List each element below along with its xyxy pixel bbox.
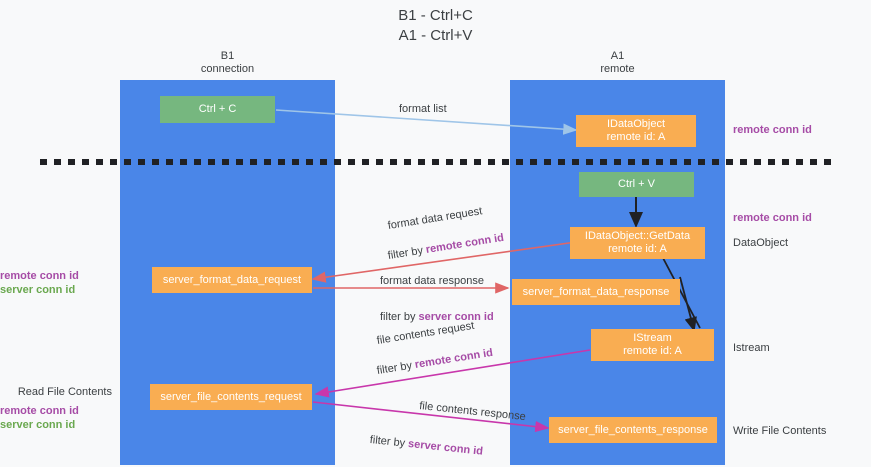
left-label-server-conn-id: server conn id xyxy=(0,284,76,296)
filter-prefix: filter by xyxy=(375,359,416,378)
filter-prefix: filter by xyxy=(386,244,427,263)
edge-label-file-contents-response-group: file contents response filter by server … xyxy=(369,399,527,458)
diagram-title: B1 - Ctrl+C A1 - Ctrl+V xyxy=(398,7,473,44)
edge-label-format-data-response-filter: filter by server conn id xyxy=(380,296,494,324)
filter-key-remote-conn-id: remote conn id xyxy=(414,346,494,371)
edge-label-format-data-response: format data response xyxy=(380,275,484,287)
box-idataobject-getdata[interactable]: IDataObject::GetData remote id: A xyxy=(570,227,705,259)
right-label-istream: Istream xyxy=(733,342,770,354)
filter-key-server-conn-id: server conn id xyxy=(418,311,494,323)
right-label-remote-conn-id-mid: remote conn id xyxy=(733,212,812,224)
right-label-remote-conn-id-top: remote conn id xyxy=(733,124,812,136)
box-server-format-data-request[interactable]: server_format_data_request xyxy=(152,267,312,293)
edge-label-format-list: format list xyxy=(399,103,447,115)
right-label-dataobject: DataObject xyxy=(733,237,789,249)
column-header-a1: A1 remote xyxy=(600,50,635,75)
filter-key-remote-conn-id: remote conn id xyxy=(425,231,505,256)
filter-prefix: filter by xyxy=(380,311,419,323)
edge-label-format-data-response-group: format data response filter by server co… xyxy=(380,274,494,324)
box-ctrl-c[interactable]: Ctrl + C xyxy=(160,96,275,123)
box-istream[interactable]: IStream remote id: A xyxy=(591,329,714,361)
box-server-file-contents-response[interactable]: server_file_contents_response xyxy=(549,417,717,443)
filter-key-server-conn-id: server conn id xyxy=(407,437,484,458)
edge-label-file-contents-response-filter: filter by server conn id xyxy=(369,419,526,463)
left-label-read-file-contents: Read File Contents xyxy=(17,386,112,398)
right-label-write-file-contents: Write File Contents xyxy=(733,425,827,437)
edge-label-format-data-request-group: format data request filter by remote con… xyxy=(386,205,506,263)
box-idataobject[interactable]: IDataObject remote id: A xyxy=(576,115,696,147)
left-label-remote-conn-id: remote conn id xyxy=(0,270,79,282)
filter-prefix: filter by xyxy=(369,433,409,450)
column-header-b1: B1 connection xyxy=(200,50,255,75)
edge-label-file-contents-response: file contents response xyxy=(418,399,527,424)
left-label-remote-conn-id-2: remote conn id xyxy=(0,405,79,417)
box-server-file-contents-request[interactable]: server_file_contents_request xyxy=(150,384,312,410)
box-server-format-data-response[interactable]: server_format_data_response xyxy=(512,279,680,305)
box-ctrl-v[interactable]: Ctrl + V xyxy=(579,172,694,197)
left-label-server-conn-id-2: server conn id xyxy=(0,419,76,431)
edge-label-file-contents-request-group: file contents request filter by remote c… xyxy=(375,320,495,378)
